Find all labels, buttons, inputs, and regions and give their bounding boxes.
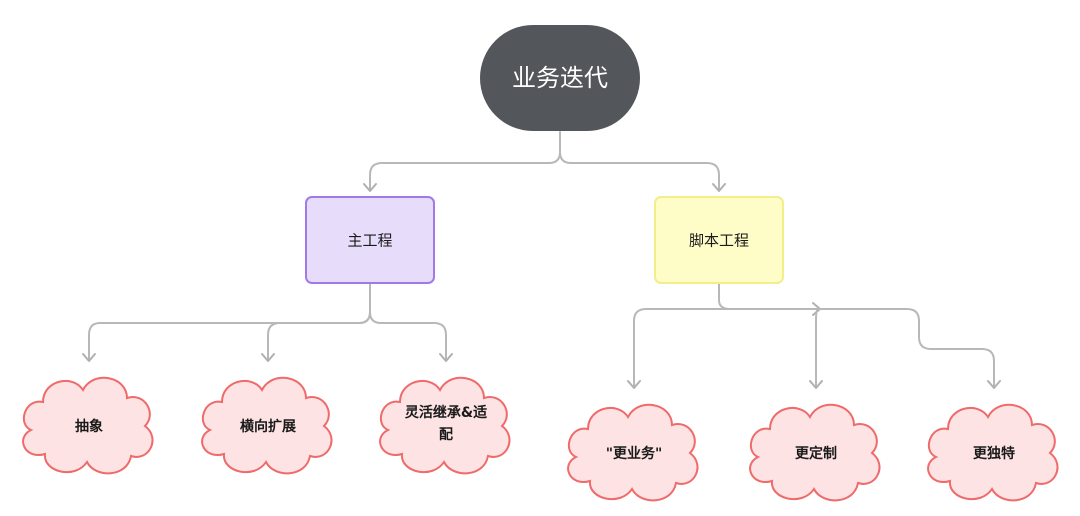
connector-script-leaf-2 — [815, 308, 819, 388]
root-node[interactable]: 业务迭代 — [480, 25, 640, 131]
branch-node-main-label: 主工程 — [347, 232, 392, 250]
leaf-script-1-label: "更业务" — [606, 445, 663, 462]
arrow-script-leaf-1 — [627, 380, 641, 389]
connector-main-leaf-2 — [267, 311, 371, 361]
arrow-script-leaf-2 — [809, 380, 823, 389]
arrow-root-main — [363, 183, 377, 192]
cloud-shape — [567, 403, 699, 502]
leaf-main-1[interactable]: 抽象 — [22, 376, 154, 475]
leaf-script-2-label: 更定制 — [795, 445, 837, 462]
root-node-shape — [480, 25, 640, 131]
connector-script-leaf-1 — [633, 308, 819, 388]
arrow-main-leaf-2 — [261, 353, 275, 362]
branch-node-main-shape — [305, 196, 435, 284]
connector-script-trunk — [718, 282, 819, 310]
leaf-main-1-label: 抽象 — [75, 418, 103, 435]
cloud-shape — [749, 403, 881, 502]
branch-node-main[interactable]: 主工程 — [305, 196, 435, 284]
arrow-script-leaf-3 — [987, 380, 1001, 389]
connector-root-script — [559, 151, 720, 191]
connector-main-leaf-3 — [369, 311, 447, 361]
leaf-script-2[interactable]: 更定制 — [749, 403, 881, 502]
leaf-script-3-label: 更独特 — [973, 445, 1015, 462]
cloud-shape — [379, 376, 511, 475]
branch-node-script-label: 脚本工程 — [689, 232, 749, 250]
leaf-script-1[interactable]: "更业务" — [567, 403, 699, 502]
connector-script-leaf-3 — [817, 308, 995, 388]
arrow-root-script — [712, 183, 726, 192]
branch-node-script-shape — [654, 196, 784, 284]
connector-main-leaf-1 — [88, 282, 371, 361]
script-connectors — [627, 282, 1001, 389]
root-node-label: 业务迭代 — [512, 64, 608, 92]
root-connectors — [363, 131, 726, 192]
cloud-shape — [927, 403, 1059, 502]
cloud-shape — [22, 376, 154, 475]
leaf-script-3[interactable]: 更独特 — [927, 403, 1059, 502]
leaf-main-2[interactable]: 横向扩展 — [201, 376, 333, 475]
main-connectors — [82, 282, 453, 362]
connector-root-main — [369, 131, 561, 191]
leaf-main-3[interactable]: 灵活继承&适配 — [379, 376, 511, 475]
arrow-main-leaf-1 — [82, 353, 96, 362]
leaf-main-3-label: 灵活继承&适配 — [405, 404, 487, 443]
arrow-main-leaf-3 — [439, 353, 453, 362]
leaf-main-2-label: 横向扩展 — [240, 418, 296, 435]
cloud-shape — [201, 376, 333, 475]
branch-node-script[interactable]: 脚本工程 — [654, 196, 784, 284]
